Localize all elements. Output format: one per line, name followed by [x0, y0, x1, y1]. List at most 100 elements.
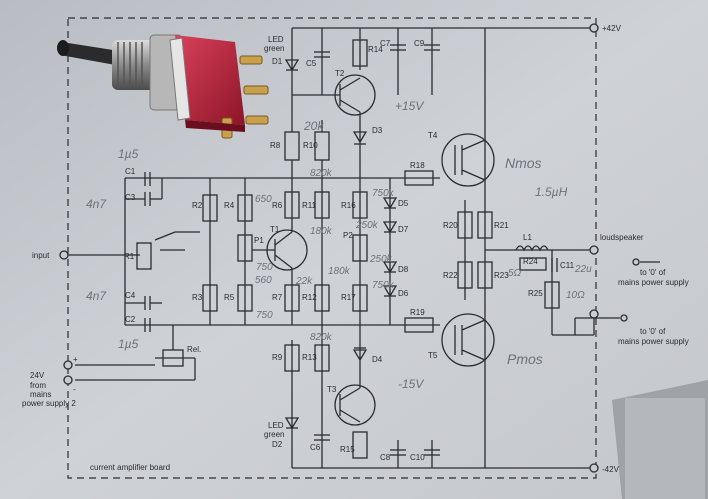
label-D7: D7: [398, 225, 409, 234]
label-R24: R24: [523, 257, 538, 266]
note-1u5h: 1.5µH: [535, 185, 568, 199]
label-R11: R11: [302, 201, 317, 210]
note-750b: 750: [256, 310, 273, 321]
supply-24v-label: 24V: [30, 371, 45, 380]
label-D6: D6: [398, 289, 409, 298]
label-D4: D4: [372, 355, 383, 364]
label-R13: R13: [302, 353, 317, 362]
label-Rel1: Rel.: [187, 345, 201, 354]
label-P2: P2: [343, 231, 353, 240]
label-C10: C10: [410, 453, 425, 462]
label-L1: L1: [523, 233, 532, 242]
label-C7: C7: [380, 39, 391, 48]
label-C1: C1: [125, 167, 136, 176]
label-R18: R18: [410, 161, 425, 170]
label-R17: R17: [341, 293, 356, 302]
note-180k: 180k: [310, 226, 333, 237]
note-250k: 250k: [369, 254, 393, 265]
label-D8: D8: [398, 265, 409, 274]
note-10ohm: 10Ω: [566, 290, 585, 301]
label-R12: R12: [302, 293, 317, 302]
note-180k-2: 180k: [328, 266, 351, 277]
label-C3: C3: [125, 193, 136, 202]
speaker-output: [574, 258, 660, 335]
label-T1: T1: [270, 225, 280, 234]
supply-mains-label: mains: [30, 390, 51, 399]
minus-label: -: [73, 385, 76, 394]
label-R9: R9: [272, 353, 283, 362]
label-R5: R5: [224, 293, 235, 302]
rail-pos-label: +42V: [602, 24, 622, 33]
label-D1: D1: [272, 57, 283, 66]
note-pmos: Pmos: [507, 351, 543, 367]
label-P1: P1: [254, 236, 264, 245]
note-750k: 750k: [372, 188, 395, 199]
label-C8: C8: [380, 453, 391, 462]
label-C5: C5: [306, 59, 317, 68]
label-D3: D3: [372, 126, 383, 135]
note-560: 560: [255, 275, 272, 286]
printed-labels: +42V -42V input loudspeaker to '0' of ma…: [22, 24, 689, 474]
label-R23: R23: [494, 271, 509, 280]
note-1n5-bot: 1µ5: [118, 337, 139, 351]
plus-label: +: [73, 355, 78, 364]
label-C4: C4: [125, 291, 136, 300]
label-R10: R10: [303, 141, 318, 150]
toggle-switch: [57, 34, 269, 139]
label-R4: R4: [224, 201, 235, 210]
led-top-label: LED: [268, 35, 284, 44]
label-C6: C6: [310, 443, 321, 452]
note-20k: 20k: [303, 119, 324, 133]
label-D5: D5: [398, 199, 409, 208]
schematic-lines: [64, 27, 595, 469]
label-R22: R22: [443, 271, 458, 280]
note-750k-2: 750k: [372, 280, 395, 291]
to0-bot-label: to '0' of: [640, 327, 666, 336]
note-650: 650: [255, 194, 272, 205]
label-R2: R2: [192, 201, 203, 210]
label-R25: R25: [528, 289, 543, 298]
note-4n7-bot: 4n7: [86, 289, 107, 303]
note-820k-bot: 820k: [310, 332, 333, 343]
label-R3: R3: [192, 293, 203, 302]
to0-top-label-2: mains power supply: [618, 278, 689, 287]
label-R7: R7: [272, 293, 283, 302]
label-T3: T3: [327, 385, 337, 394]
board-caption: current amplifier board: [90, 463, 170, 472]
label-R15: R15: [340, 445, 355, 454]
note-15v: +15V: [395, 99, 424, 113]
photo-corner-block: [625, 398, 705, 499]
note-750: 750: [256, 262, 273, 273]
note-250k-2: 250k: [355, 220, 379, 231]
note-5ohm: 5Ω: [508, 268, 522, 279]
pencil-annotations: 1µ5 4n7 4n7 1µ5 20k +15V 820k 180k 650 7…: [86, 99, 592, 391]
label-R6: R6: [272, 201, 283, 210]
note-nmos: Nmos: [505, 155, 542, 171]
rail-neg-label: -42V: [602, 465, 620, 474]
terminals: [59, 23, 599, 473]
note-4n7-top: 4n7: [86, 197, 107, 211]
label-T4: T4: [428, 131, 438, 140]
label-C9: C9: [414, 39, 425, 48]
label-T2: T2: [335, 69, 345, 78]
loudspeaker-label: loudspeaker: [600, 233, 644, 242]
green-top-label: green: [264, 44, 284, 53]
label-R16: R16: [341, 201, 356, 210]
label-C11: C11: [560, 261, 575, 270]
note-22u: 22u: [574, 264, 592, 275]
label-R19: R19: [410, 308, 425, 317]
note-1n5-top: 1µ5: [118, 147, 139, 161]
led-bot-label: LED: [268, 421, 284, 430]
label-R14: R14: [368, 45, 383, 54]
supply-ps2-label: power supply 2: [22, 399, 76, 408]
label-R1: R1: [124, 252, 135, 261]
label-C2: C2: [125, 315, 136, 324]
label-D2: D2: [272, 440, 283, 449]
note-minus15v: -15V: [398, 377, 424, 391]
input-label: input: [32, 251, 50, 260]
label-R20: R20: [443, 221, 458, 230]
to0-top-label: to '0' of: [640, 268, 666, 277]
to0-bot-label-2: mains power supply: [618, 337, 689, 346]
label-R8: R8: [270, 141, 281, 150]
